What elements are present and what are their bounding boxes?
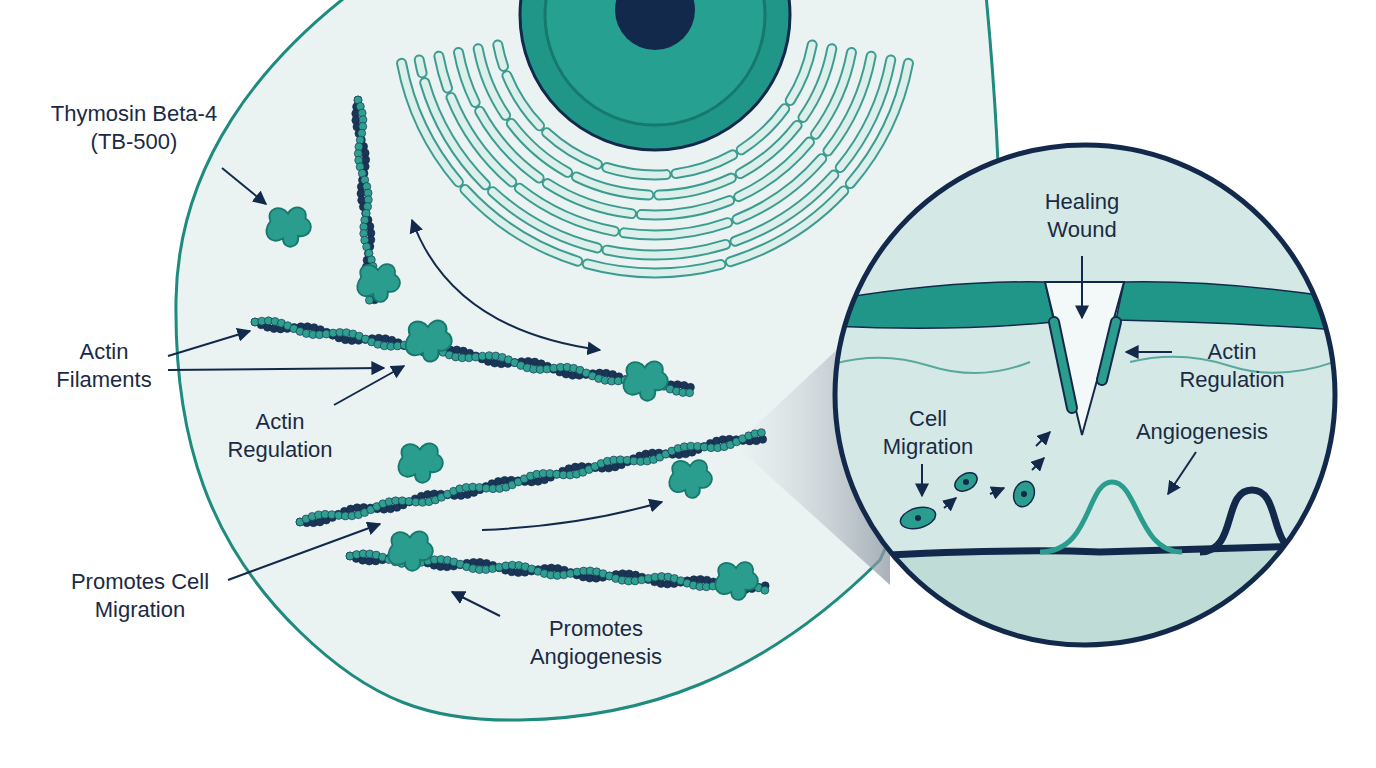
leader-arrow <box>452 592 500 616</box>
leader-arrow <box>168 368 384 370</box>
callout-label: Actin Filaments <box>29 338 179 394</box>
actin-monomer <box>761 586 769 594</box>
callout-label: Angiogenesis <box>1117 418 1287 446</box>
actin-monomer <box>757 429 765 437</box>
thymosin-molecule <box>406 321 452 362</box>
callout-label: Promotes Angiogenesis <box>511 615 681 671</box>
leader-arrow <box>222 168 266 204</box>
nucleus-inner <box>545 0 765 125</box>
thymosin-molecule <box>388 531 432 570</box>
leader-arrow <box>482 502 662 530</box>
actin-filament <box>296 429 767 527</box>
callout-label: Thymosin Beta-4 (TB-500) <box>32 100 237 156</box>
wound-inset <box>830 140 1340 660</box>
callout-label: Cell Migration <box>868 405 988 461</box>
leader-arrow <box>412 220 600 350</box>
callout-label: Healing Wound <box>1017 188 1147 244</box>
callout-label: Actin Regulation <box>210 408 350 464</box>
callout-label: Actin Regulation <box>1162 338 1302 394</box>
leader-arrow <box>168 331 250 356</box>
thymosin-molecule <box>623 361 667 400</box>
leader-arrow <box>228 524 380 580</box>
nucleus <box>520 0 790 150</box>
nucleolus <box>615 0 695 50</box>
leader-arrow <box>334 366 404 405</box>
thymosin-molecule <box>669 460 712 498</box>
actin-monomer <box>365 296 373 304</box>
actin-monomer <box>686 389 694 397</box>
thymosin-molecule <box>715 562 758 600</box>
thymosin-molecule <box>266 207 310 246</box>
thymosin-molecule <box>357 264 400 302</box>
inset-outline <box>835 145 1335 645</box>
thymosin-molecule <box>398 443 442 482</box>
callout-label: Promotes Cell Migration <box>50 568 230 624</box>
